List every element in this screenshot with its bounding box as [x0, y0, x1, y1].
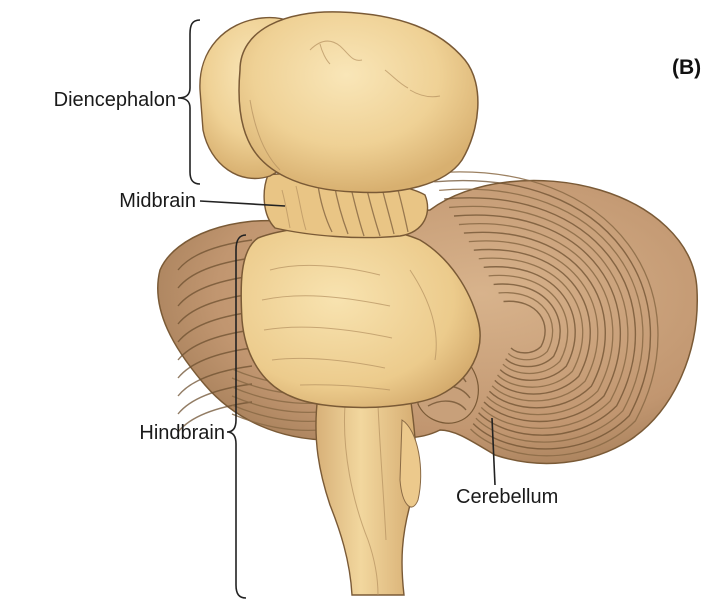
diencephalon-brace [178, 20, 200, 184]
panel-label: (B) [672, 56, 701, 79]
cerebellum-label: Cerebellum [456, 486, 558, 508]
medulla-shape [316, 395, 421, 595]
midbrain-label: Midbrain [119, 190, 196, 212]
diencephalon-shape [200, 12, 478, 193]
hindbrain-label: Hindbrain [139, 422, 225, 444]
diencephalon-label: Diencephalon [54, 89, 176, 111]
